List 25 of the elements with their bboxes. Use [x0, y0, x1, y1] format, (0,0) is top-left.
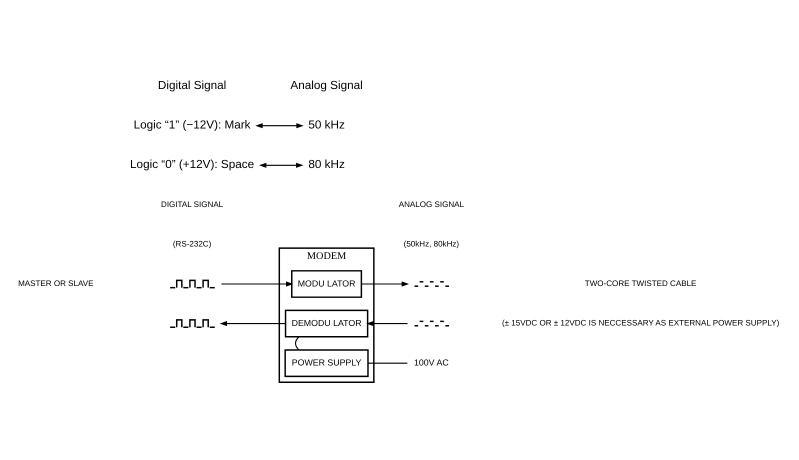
- label: MASTER OR SLAVE: [18, 278, 94, 288]
- arrow: [221, 280, 294, 286]
- label: Digital Signal: [158, 78, 226, 92]
- label: (50kHz, 80kHz): [404, 238, 460, 248]
- node-box: POWER SUPPLY: [284, 348, 369, 377]
- arrow: [259, 162, 304, 168]
- node-text: 50 kHz: [308, 118, 345, 131]
- connector: [368, 362, 408, 364]
- node-box: DEMODU LATOR: [284, 309, 368, 337]
- arrow: [361, 280, 409, 286]
- label: (± 15VDC OR ± 12VDC IS NECCESSARY AS EXTERNAL POWER SUPPLY): [502, 318, 780, 328]
- arrow: [220, 320, 286, 326]
- label: Analog Signal: [290, 78, 363, 92]
- label: DIGITAL SIGNAL: [161, 199, 224, 208]
- connector: [294, 336, 300, 350]
- node-text: Logic “1” (−12V): Mark: [134, 118, 251, 131]
- label: (RS-232C): [172, 238, 212, 248]
- label: ANALOG SIGNAL: [398, 199, 464, 208]
- node-text: Logic “0” (+12V): Space: [130, 158, 254, 171]
- label: TWO-CORE TWISTED CABLE: [584, 278, 696, 288]
- arrow: [366, 320, 408, 326]
- node-box: MODU LATOR: [291, 270, 362, 298]
- node-text: 80 kHz: [308, 158, 345, 171]
- arrow: [255, 122, 304, 128]
- node-text: 100V AC: [414, 356, 449, 367]
